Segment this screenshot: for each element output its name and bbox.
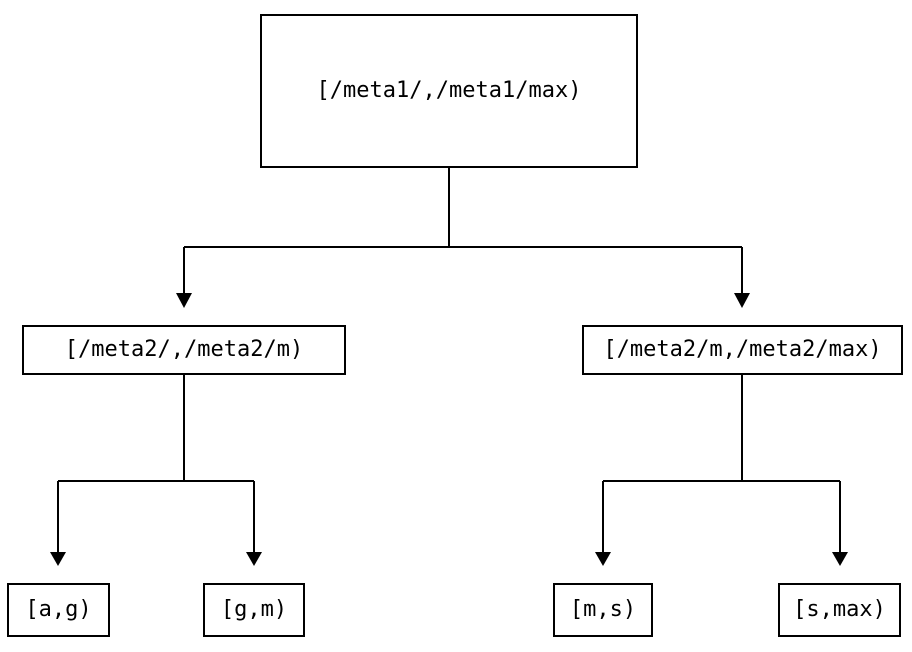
arrowhead-to-leaf-gm [246,552,262,566]
tree-node-root: [/meta1/,/meta1/max) [260,14,638,168]
tree-node-mid-left-label: [/meta2/,/meta2/m) [64,337,304,362]
tree-node-leaf-gm-label: [g,m) [220,597,288,622]
arrowhead-to-leaf-smax [832,552,848,566]
tree-node-leaf-smax-label: [s,max) [793,597,886,622]
tree-node-leaf-smax: [s,max) [778,583,901,637]
tree-node-mid-right-label: [/meta2/m,/meta2/max) [603,337,882,362]
arrowhead-to-leaf-ms [595,552,611,566]
arrowhead-to-mid-left [176,293,192,308]
tree-node-leaf-ag-label: [a,g) [25,597,92,622]
tree-node-root-label: [/meta1/,/meta1/max) [316,78,582,103]
arrowhead-to-mid-right [734,293,750,308]
tree-node-leaf-ag: [a,g) [7,583,110,637]
tree-node-leaf-ms: [m,s) [553,583,653,637]
arrowhead-to-leaf-ag [50,552,66,566]
tree-node-mid-right: [/meta2/m,/meta2/max) [582,325,903,375]
tree-node-mid-left: [/meta2/,/meta2/m) [22,325,346,375]
tree-node-leaf-gm: [g,m) [203,583,305,637]
tree-node-leaf-ms-label: [m,s) [569,597,637,622]
